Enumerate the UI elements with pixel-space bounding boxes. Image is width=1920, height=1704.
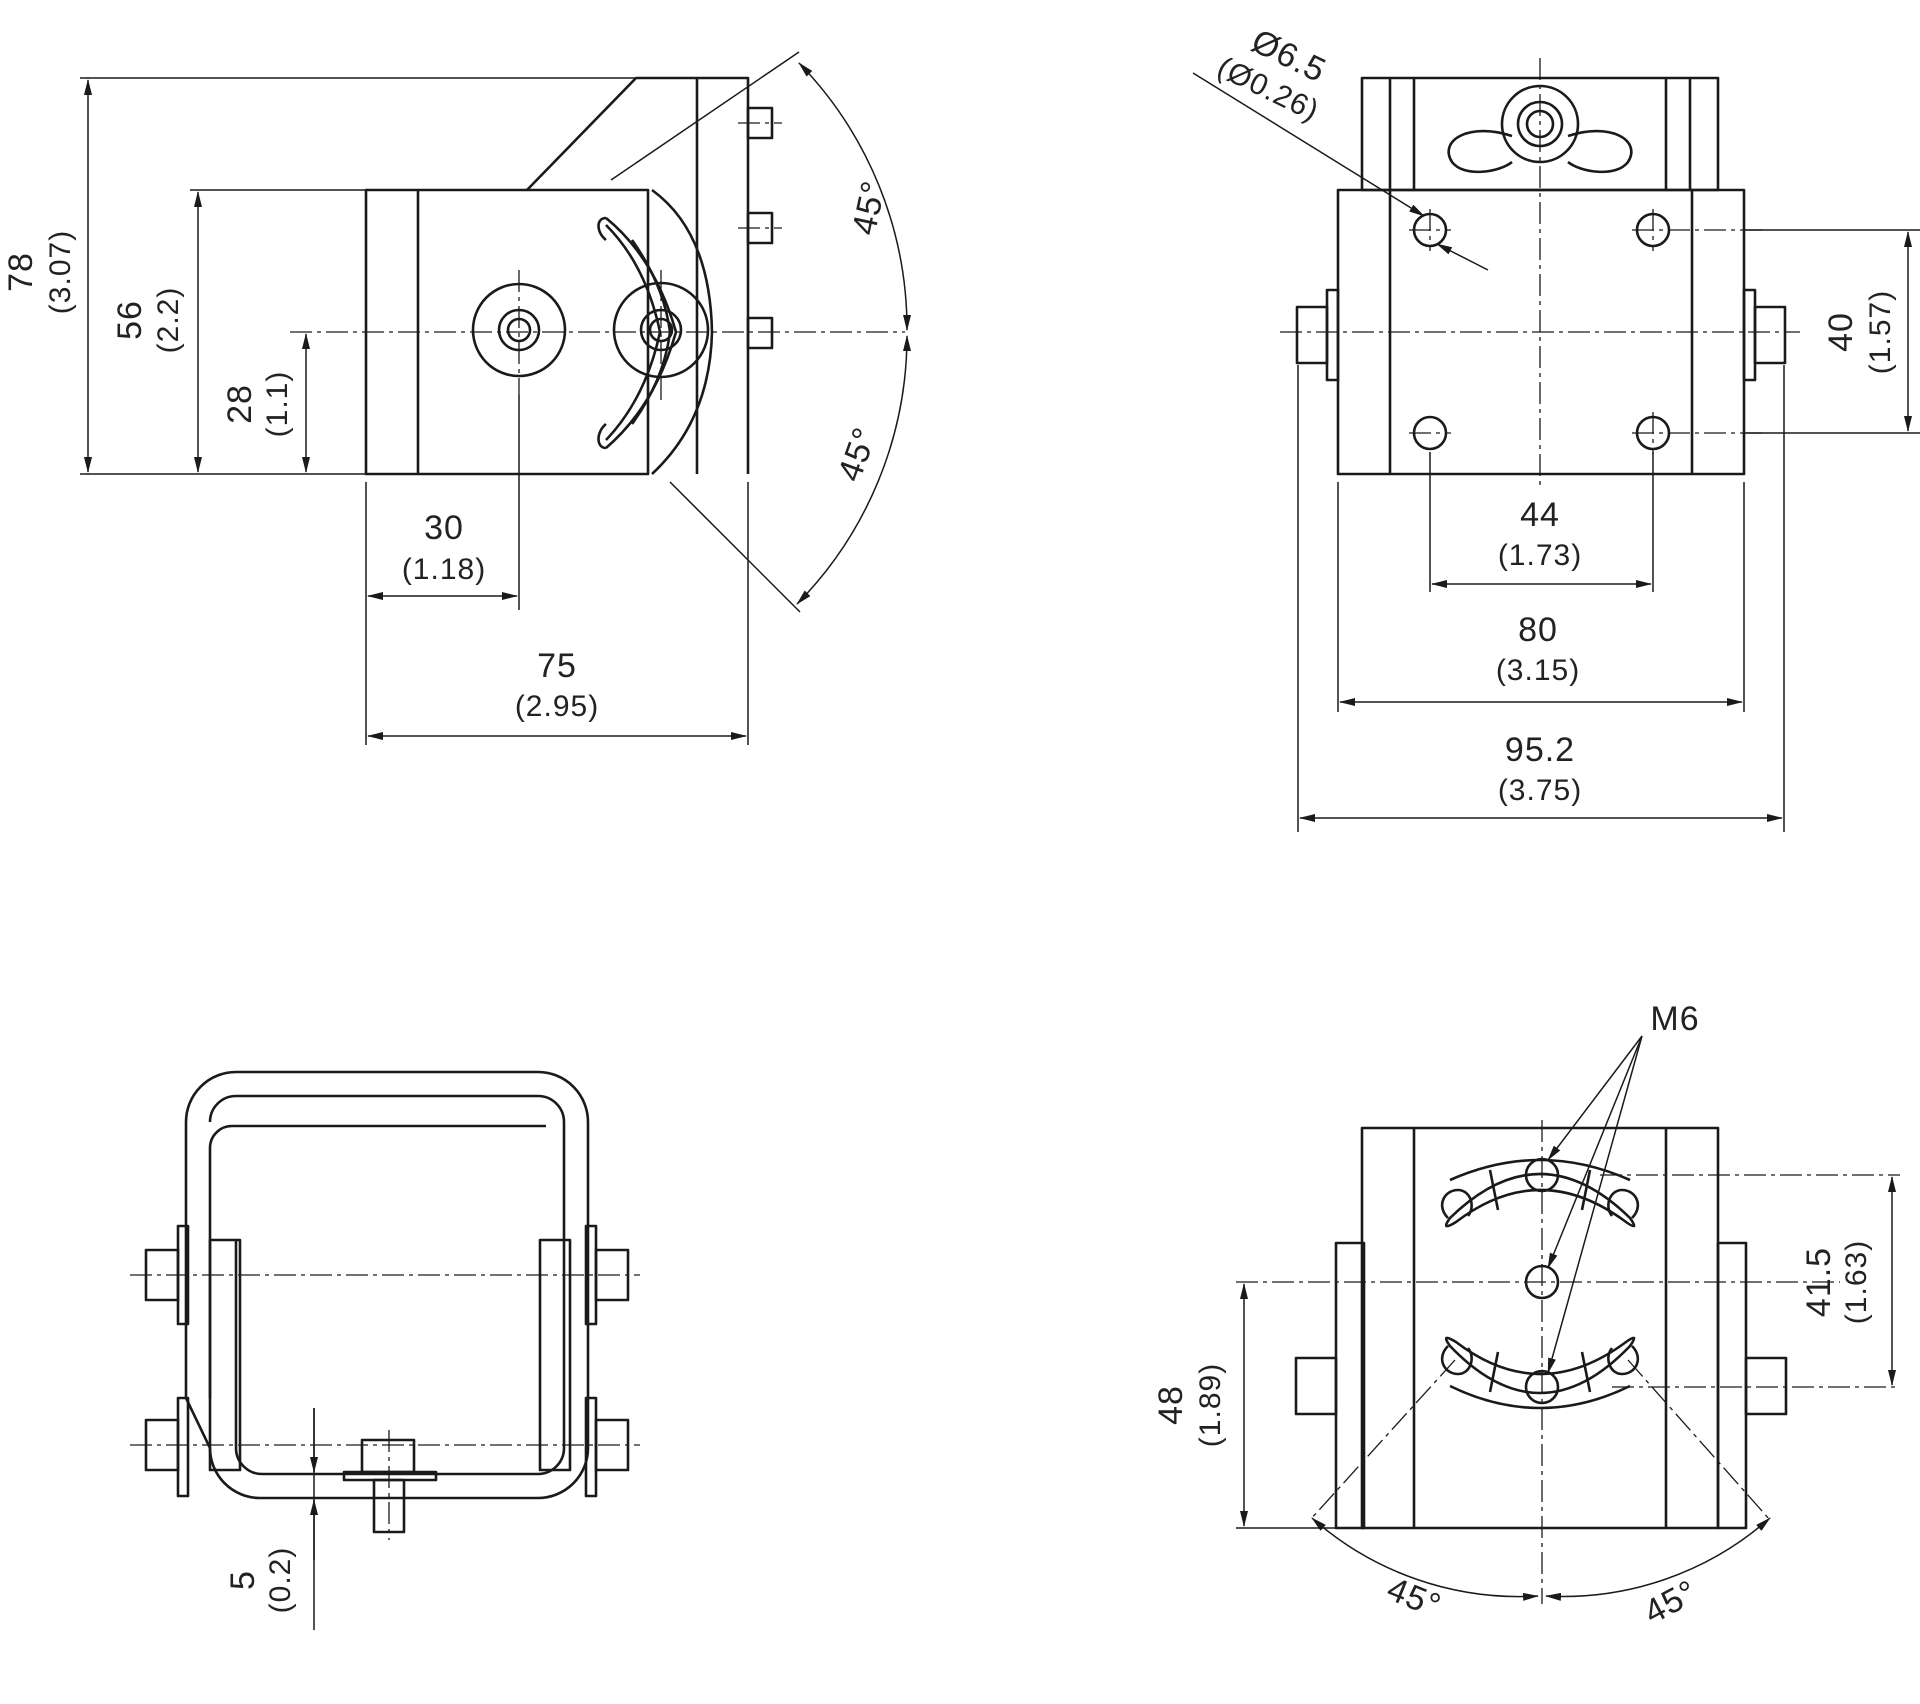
dim-80-inch-label: (3.15) <box>1496 654 1580 687</box>
dim-40-inch-label: (1.57) <box>1864 290 1897 374</box>
dim-28-label: 28 <box>221 384 259 424</box>
dim-5-inch-label: (0.2) <box>264 1547 297 1614</box>
dim-5-label: 5 <box>224 1570 262 1590</box>
dim-95-label: 95.2 <box>1505 731 1575 769</box>
dim-41-label: 41.5 <box>1800 1247 1838 1317</box>
angle-top-label: 45° <box>845 177 893 238</box>
dim-40-label: 40 <box>1822 312 1860 352</box>
dim-80-label: 80 <box>1518 611 1558 649</box>
dim-44-inch-label: (1.73) <box>1498 539 1582 572</box>
dim-44-label: 44 <box>1520 496 1560 534</box>
dim-48-inch-label: (1.89) <box>1194 1363 1227 1447</box>
angle-right-label: 45° <box>1638 1573 1704 1632</box>
bottom-view: 5 (0.2) <box>130 1070 640 1630</box>
dim-41-inch-label: (1.63) <box>1840 1240 1873 1324</box>
dim-30-inch-label: (1.18) <box>402 553 486 586</box>
angle-bottom-label: 45° <box>831 422 885 486</box>
dim-75-label: 75 <box>537 647 577 685</box>
dim-48-label: 48 <box>1152 1385 1190 1425</box>
dim-30-label: 30 <box>424 509 464 547</box>
rear-view: M6 48 (1.89) 41.5 (1.63) 45° 45° <box>1152 1000 1900 1632</box>
front-view: Ø6.5 (Ø0.26) 40 (1.57) 44 (1.73) 80 (3.1… <box>1192 22 1920 832</box>
dim-28-inch-label: (1.1) <box>261 371 294 438</box>
dim-95-inch-label: (3.75) <box>1498 774 1582 807</box>
side-view: 78 (3.07) 56 (2.2) 28 (1.1) 30 (1.18) 75… <box>2 51 912 745</box>
dim-56-label: 56 <box>111 300 149 340</box>
dim-78-label: 78 <box>2 252 40 292</box>
thread-label: M6 <box>1650 1000 1699 1038</box>
dim-78-inch-label: (3.07) <box>44 230 77 314</box>
dim-75-inch-label: (2.95) <box>515 690 599 723</box>
dim-56-inch-label: (2.2) <box>152 287 185 354</box>
angle-left-label: 45° <box>1382 1570 1447 1626</box>
